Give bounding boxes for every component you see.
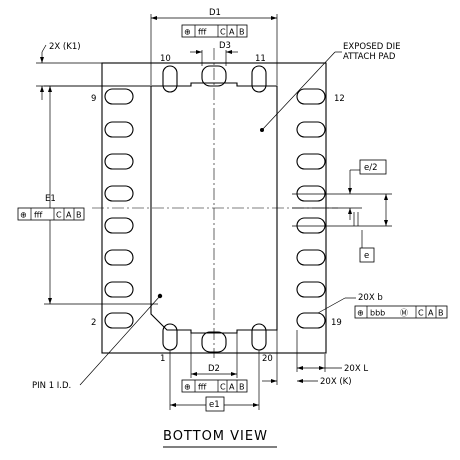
dim-d1-label: D1 [209, 8, 221, 18]
exposed-die-attach-pad [150, 82, 278, 334]
pad [296, 185, 326, 202]
svg-text:A: A [229, 28, 235, 37]
pad [104, 312, 134, 329]
exposed-pad-callout-line1: EXPOSED DIE [343, 42, 400, 52]
svg-text:⊕: ⊕ [357, 309, 364, 318]
exposed-pad-callout-line2: ATTACH PAD [343, 52, 396, 62]
dim-e1-label: E1 [45, 194, 56, 204]
svg-text:B: B [239, 28, 245, 37]
dim-e1-pitch-box [205, 396, 225, 412]
svg-text:⊕: ⊕ [184, 383, 191, 392]
pin-label-20: 20 [262, 354, 273, 364]
pad [296, 312, 326, 329]
pin-label-9: 9 [91, 94, 96, 104]
pad [296, 249, 326, 266]
dim-k1-label: 2X (K1) [49, 42, 81, 52]
svg-text:⊕: ⊕ [20, 211, 27, 220]
view-title: BOTTOM VIEW [163, 429, 268, 444]
pad [296, 121, 326, 138]
left-pads [104, 88, 134, 329]
pin-label-10: 10 [160, 54, 171, 64]
exposed-pad-leader [261, 51, 336, 131]
dim-e-half-box [359, 159, 387, 175]
dim-k-label: 20X (K) [320, 377, 352, 387]
svg-text:B: B [239, 383, 245, 392]
pad [104, 185, 134, 202]
fcf-d2: ⊕ fff C A B [181, 379, 248, 393]
dim-e-label: e [364, 251, 369, 261]
svg-text:fff: fff [198, 28, 207, 37]
svg-text:C: C [220, 383, 226, 392]
fcf-b: ⊕ bbb Ⓜ C A B [354, 305, 448, 319]
pin-label-11: 11 [255, 54, 266, 64]
pad-top-right [251, 65, 267, 93]
pin-label-2: 2 [91, 318, 96, 328]
pad-bottom-center [201, 331, 227, 353]
svg-text:Ⓜ: Ⓜ [400, 309, 408, 318]
pin-label-19: 19 [331, 318, 342, 328]
svg-text:C: C [56, 211, 62, 220]
pad [296, 217, 326, 234]
svg-text:fff: fff [198, 383, 207, 392]
dim-l-label: 20X L [344, 364, 368, 374]
dim-e1-pitch-label: e1 [209, 400, 220, 410]
svg-text:A: A [428, 309, 434, 318]
fcf-d1: ⊕ fff C A B [181, 24, 248, 38]
fcf-e1: ⊕ fff C A B [17, 207, 85, 221]
pad [296, 281, 326, 298]
dim-e-half-label: e/2 [364, 163, 378, 173]
pin-label-1: 1 [160, 354, 165, 364]
svg-text:⊕: ⊕ [184, 28, 191, 37]
pad-top-left [162, 65, 178, 93]
svg-text:A: A [66, 211, 72, 220]
pad [296, 88, 326, 105]
svg-text:A: A [229, 383, 235, 392]
right-pads [296, 88, 326, 329]
pad [296, 153, 326, 170]
pin1-leader [79, 295, 161, 386]
svg-text:fff: fff [34, 211, 43, 220]
dim-e-box [359, 247, 375, 263]
pad [104, 217, 134, 234]
svg-text:C: C [418, 309, 424, 318]
dim-d2-label: D2 [208, 364, 220, 374]
pad-bottom-right [251, 323, 267, 351]
pin1-callout: PIN 1 I.D. [32, 381, 71, 391]
pad [104, 121, 134, 138]
svg-text:C: C [220, 28, 226, 37]
svg-text:B: B [76, 211, 82, 220]
dim-d3-label: D3 [219, 41, 231, 51]
pad-top-center [201, 65, 227, 87]
pad [104, 249, 134, 266]
pad [104, 281, 134, 298]
pad [104, 153, 134, 170]
svg-text:bbb: bbb [370, 309, 385, 318]
svg-text:B: B [438, 309, 444, 318]
dim-b-label: 20X b [358, 293, 383, 303]
pin-label-12: 12 [334, 94, 345, 104]
pad [104, 88, 134, 105]
